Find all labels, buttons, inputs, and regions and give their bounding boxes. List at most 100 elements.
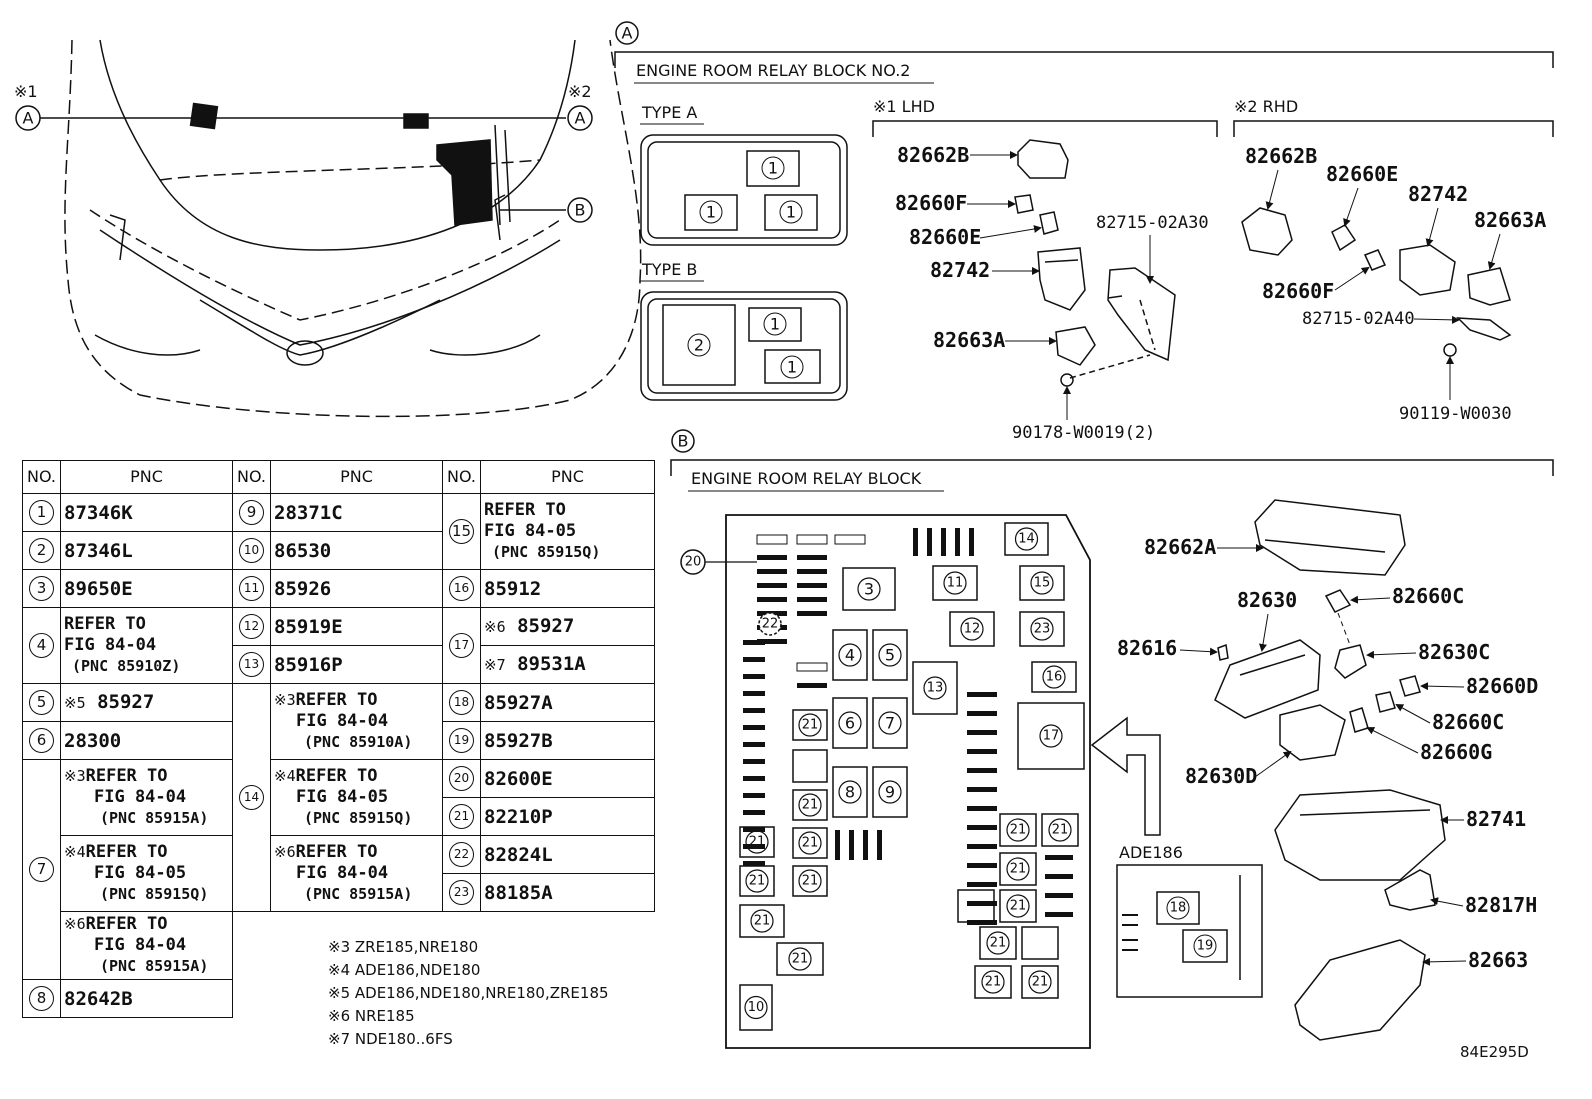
slot-number: 21 — [802, 718, 819, 733]
no-header: NO. — [232, 460, 271, 494]
terminal-bar — [743, 793, 765, 798]
slot-number-ring — [1006, 894, 1030, 918]
terminal-bar — [967, 844, 997, 849]
slot-number: 6 — [845, 714, 855, 733]
part-82660f-lhd: 82660F — [895, 191, 967, 215]
slot-number: 22 — [762, 617, 779, 632]
pnc-cell: 89650E — [60, 569, 233, 608]
relay-slot — [792, 749, 828, 783]
slot-number: 13 — [927, 681, 944, 696]
pnc-cell: 85912 — [480, 569, 655, 608]
terminal-bar — [743, 674, 765, 679]
section-a-letter: A — [622, 24, 633, 43]
pnc-cell: 87346L — [60, 531, 233, 570]
terminal-bar — [967, 749, 997, 754]
slot-number: 21 — [990, 936, 1007, 951]
part-90119-w0030: 90119-W0030 — [1399, 404, 1512, 424]
terminal-bar — [967, 863, 997, 868]
row-number: 4 — [29, 633, 54, 658]
terminal-bar — [967, 806, 997, 811]
section-b-title: ENGINE ROOM RELAY BLOCK — [691, 469, 922, 488]
section-a: A ENGINE ROOM RELAY BLOCK NO.2 TYPE A 1 … — [614, 21, 1554, 443]
slot-number-ring — [838, 711, 862, 735]
note-4: ※4 ADE186,NDE180 — [328, 961, 481, 979]
relay-slot — [999, 813, 1037, 847]
slot-number: 21 — [754, 914, 771, 929]
part-82742-lhd: 82742 — [930, 258, 990, 282]
relay-slot — [1004, 522, 1049, 556]
pnc-cell: 82642B — [60, 979, 233, 1018]
model-notes: ※3 ZRE185,NRE180 ※4 ADE186,NDE180 ※5 ADE… — [328, 936, 609, 1051]
slot-number-ring — [1014, 527, 1039, 551]
terminal-bar — [743, 810, 765, 815]
vehicle-callout-b: B — [575, 201, 586, 220]
row-number: 8 — [29, 986, 54, 1011]
slot-number: 21 — [802, 874, 819, 889]
pnc-cell: 85916P — [270, 645, 443, 684]
terminal-bar — [967, 901, 997, 906]
row-number: 18 — [449, 690, 474, 715]
slot-number: 3 — [864, 580, 874, 599]
row-number: 9 — [239, 500, 264, 525]
slot-number-ring — [798, 831, 822, 855]
slot-number-ring — [758, 612, 782, 636]
slot-number-ring — [1048, 818, 1072, 842]
no-header: NO. — [22, 460, 61, 494]
fuse-slot — [834, 534, 866, 545]
row-number: 3 — [29, 576, 54, 601]
slot-number-ring — [788, 947, 812, 971]
slot-number-ring — [1006, 818, 1030, 842]
pnc-cell: 87346K — [60, 493, 233, 532]
slot-number-ring — [745, 869, 769, 893]
slot-number: 21 — [749, 874, 766, 889]
relay-slot — [739, 865, 775, 897]
row-number: 5 — [29, 690, 54, 715]
terminal-bar — [743, 657, 765, 662]
relay-slot — [832, 629, 868, 681]
pnc-cell: 82824L — [480, 835, 655, 874]
terminal-bar — [835, 830, 840, 860]
part-82660d: 82660D — [1466, 674, 1538, 698]
fuse-slot — [756, 534, 788, 545]
relay-slot — [1019, 565, 1065, 601]
terminal-bar — [927, 528, 932, 556]
terminal-bar — [967, 825, 997, 830]
relay-slot — [957, 889, 995, 923]
row-number: 22 — [449, 842, 474, 867]
direction-arrow — [1090, 716, 1161, 836]
slot-number-ring — [798, 713, 822, 737]
part-82616: 82616 — [1117, 636, 1177, 660]
part-82660g: 82660G — [1420, 740, 1492, 764]
mark-1-label: ※1 — [14, 82, 38, 101]
slot-number: 17 — [1043, 729, 1060, 744]
svg-text:2: 2 — [694, 336, 704, 355]
terminal-bar — [743, 742, 765, 747]
slot-number: 15 — [1034, 576, 1051, 591]
terminal-bar — [797, 611, 827, 616]
slot-number: 21 — [749, 835, 766, 850]
slot-number-ring — [1030, 617, 1054, 641]
slot-number: 4 — [845, 646, 855, 665]
slot-number: 10 — [748, 1000, 765, 1015]
relay-slot — [979, 926, 1017, 960]
pnc-cell: ※7 89531A — [480, 645, 655, 684]
pnc-cell: 85927A — [480, 683, 655, 722]
relay-slot — [832, 766, 868, 818]
part-82715-02a40: 82715-02A40 — [1302, 309, 1415, 329]
slot-number-ring — [878, 711, 902, 735]
relay-slot — [776, 942, 824, 976]
terminal-bar — [913, 528, 918, 556]
relay-slot — [1019, 611, 1065, 647]
relay-slot — [872, 766, 908, 818]
vehicle-callout-a-left: A — [23, 109, 34, 128]
part-82662a: 82662A — [1144, 535, 1216, 559]
terminal-bar — [969, 528, 974, 556]
slot-number: 21 — [1010, 899, 1027, 914]
slot-number: 11 — [947, 576, 964, 591]
part-82662b-rhd: 82662B — [1245, 144, 1317, 168]
slot-number: 5 — [885, 646, 895, 665]
